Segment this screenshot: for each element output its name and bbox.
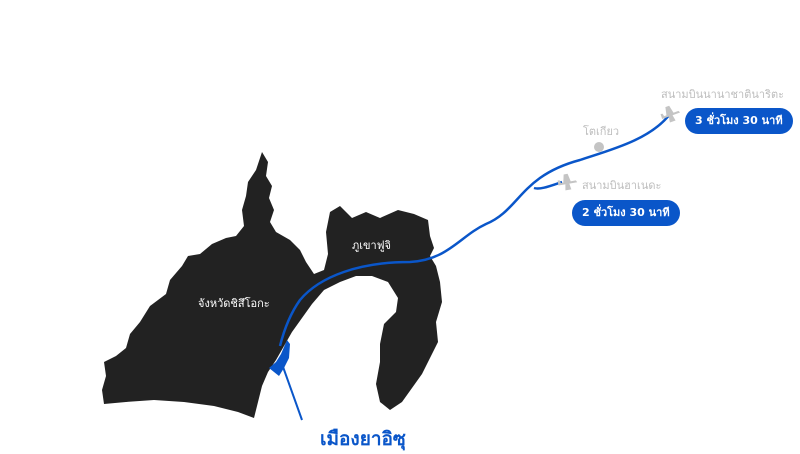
airplane-icon: [557, 173, 578, 191]
mount-fuji-label: ภูเขาฟูจิ: [352, 239, 391, 252]
tokyo-label: โตเกียว: [583, 125, 620, 138]
haneda-duration-badge: 2 ชั่วโมง 30 นาที: [572, 200, 680, 226]
location-marker-icon: [269, 340, 290, 376]
city-dot-icon: [594, 142, 604, 152]
shizuoka-prefecture-shape: [102, 152, 442, 418]
destination-label: เมืองยาอิซุ: [320, 428, 406, 450]
shizuoka-label: จังหวัดชิสึโอกะ: [198, 297, 270, 310]
route-narita: [278, 113, 671, 347]
narita-duration-badge: 3 ชั่วโมง 30 นาที: [685, 108, 793, 134]
narita-airport-label: สนามบินนานาชาตินาริตะ: [661, 88, 784, 101]
airplane-icon: [660, 105, 681, 123]
haneda-airport-label: สนามบินฮาเนดะ: [582, 179, 662, 192]
route-destination-pointer: [281, 363, 303, 421]
route-haneda: [533, 180, 563, 190]
